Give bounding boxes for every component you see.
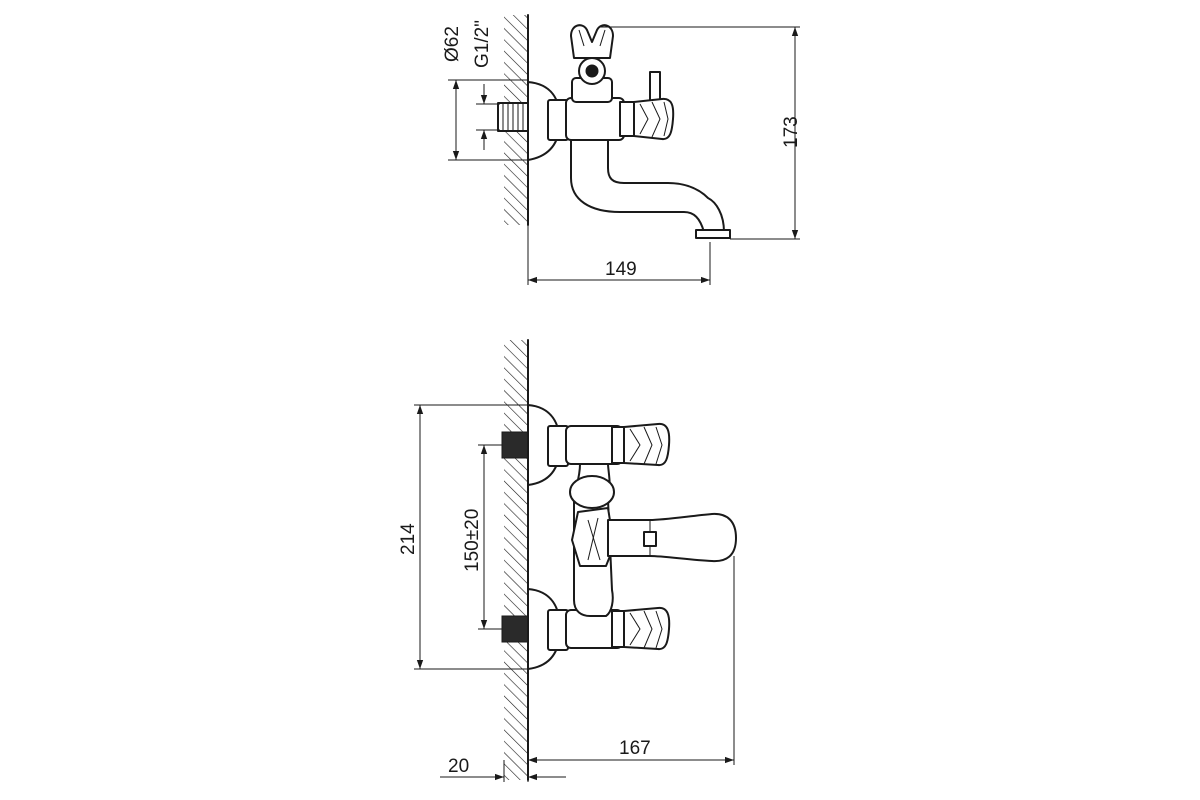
valve-body-side (565, 97, 625, 141)
wall-hatch-top (504, 339, 529, 781)
handle-side (619, 97, 675, 141)
dimension-spout-projection: 167 (528, 556, 735, 765)
wall-offset-label: 20 (448, 756, 469, 777)
diverter-side (570, 24, 614, 103)
dimension-height-side: 173 (600, 26, 802, 240)
overall-height-label: 214 (398, 523, 419, 555)
spout-side (570, 139, 725, 233)
center-distance-label: 150±20 (462, 509, 483, 572)
dimension-wall-offset: 20 (440, 756, 566, 782)
spout-top (607, 512, 737, 563)
aerator-side (695, 229, 731, 239)
top-view: 214 150±20 167 20 (398, 339, 737, 782)
thread-label: G1/2" (472, 20, 493, 68)
dimension-overall-height: 214 (398, 404, 528, 670)
dimension-center-distance: 150±20 (462, 444, 502, 630)
threaded-connector-upper (501, 431, 529, 459)
threaded-connector-side (497, 102, 529, 132)
dimension-diameter-side: Ø62 (442, 26, 528, 161)
handle-lower (611, 606, 671, 651)
side-view: Ø62 G1/2" 173 149 (442, 14, 802, 285)
dimension-projection-side: 149 (527, 225, 711, 285)
handle-upper (611, 422, 671, 467)
diameter-label: Ø62 (442, 26, 463, 62)
central-body-top (569, 463, 615, 617)
projection-label: 149 (605, 259, 637, 280)
lever-top (643, 531, 657, 547)
threaded-connector-lower (501, 615, 529, 643)
dimension-thread-side: G1/2" (472, 20, 500, 150)
spout-projection-label: 167 (619, 738, 651, 759)
height-label: 173 (781, 116, 802, 148)
